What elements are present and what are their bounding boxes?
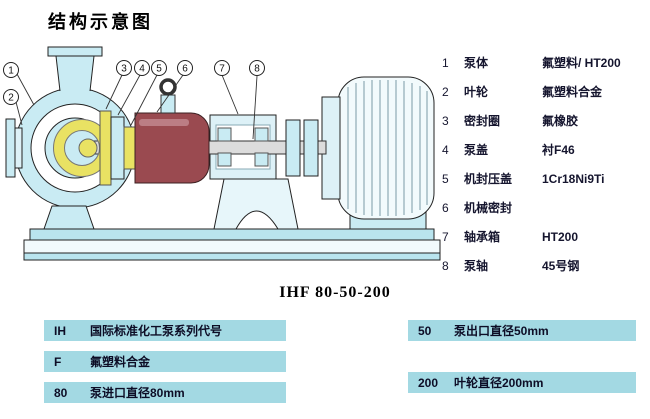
part-row-5: 5 机封压盖 1Cr18Ni9Ti [442, 164, 648, 193]
part-name: 轴承箱 [464, 230, 501, 244]
callout-leader-lines [15, 73, 258, 140]
page-title: 结构示意图 [48, 12, 153, 32]
motor [315, 76, 435, 230]
part-row-4: 4 泵盖 衬F46 [442, 135, 648, 164]
part-name: 泵轴 [464, 259, 489, 273]
part-row-8: 8 泵轴 45号钢 [442, 251, 648, 280]
part-name: 机封压盖 [464, 172, 513, 186]
callout-2-number: 2 [8, 93, 14, 104]
legend-row-200: 200 叶轮直径200mm [408, 372, 636, 393]
part-name: 机械密封 [464, 201, 513, 215]
motor-fins [347, 80, 428, 216]
pump-structure-diagram: 1 2 3 4 5 6 7 [3, 46, 441, 261]
legend-right-column: 50 泵出口直径50mm 200 叶轮直径200mm [408, 320, 636, 403]
part-number: 5 [442, 171, 449, 186]
part-name: 叶轮 [464, 85, 489, 99]
legend-code: 80 [54, 385, 68, 400]
parts-list: 1 泵体 氟塑料/ HT200 2 叶轮 氟塑料合金 3 密封圈 氟橡胶 4 泵… [442, 48, 648, 280]
callout-6-number: 6 [182, 64, 188, 75]
bearings [217, 127, 269, 167]
part-number: 4 [442, 142, 449, 157]
callout-7: 7 [214, 60, 230, 76]
part-material: 1Cr18Ni9Ti [542, 171, 605, 186]
base-plate [23, 228, 441, 261]
callout-4: 4 [134, 60, 150, 76]
callout-3: 3 [116, 60, 132, 76]
legend-description: 泵进口直径80mm [90, 386, 185, 400]
part-number: 3 [442, 113, 449, 128]
part-material: HT200 [542, 229, 579, 244]
part-number: 6 [442, 200, 449, 215]
callout-8-number: 8 [254, 64, 260, 75]
part-number: 7 [442, 229, 449, 244]
part-row-1: 1 泵体 氟塑料/ HT200 [442, 48, 648, 77]
pump-cover [99, 110, 136, 186]
callout-8: 8 [249, 60, 265, 76]
legend-code: 200 [418, 375, 439, 390]
mechanical-seal-assembly [134, 112, 210, 184]
part-material: 氟塑料/ HT200 [542, 56, 621, 70]
callout-2: 2 [3, 89, 19, 105]
legend-row-f: F 氟塑料合金 [44, 351, 286, 372]
callout-5: 5 [151, 60, 167, 76]
callout-1: 1 [3, 62, 19, 78]
legend-description: 氟塑料合金 [90, 355, 151, 369]
part-material: 45号钢 [542, 259, 580, 273]
part-material: 氟塑料合金 [542, 85, 603, 99]
model-number: IHF 80-50-200 [279, 284, 391, 301]
part-row-6: 6 机械密封 [442, 193, 648, 222]
part-row-2: 2 叶轮 氟塑料合金 [442, 77, 648, 106]
legend-row-50: 50 泵出口直径50mm [408, 320, 636, 341]
part-row-3: 3 密封圈 氟橡胶 [442, 106, 648, 135]
part-material: 氟橡胶 [542, 114, 579, 128]
part-name: 泵盖 [464, 143, 489, 157]
legend-code: 50 [418, 323, 432, 338]
callout-7-number: 7 [219, 64, 225, 75]
legend-row-ih: IH 国际标准化工泵系列代号 [44, 320, 286, 341]
part-number: 8 [442, 258, 449, 273]
legend-row-80: 80 泵进口直径80mm [44, 382, 286, 403]
callout-5-number: 5 [156, 64, 162, 75]
callout-balloons: 1 2 3 4 5 6 7 [3, 60, 265, 105]
legend-left-column: IH 国际标准化工泵系列代号 F 氟塑料合金 80 泵进口直径80mm [44, 320, 286, 413]
part-material: 衬F46 [542, 143, 575, 157]
legend-code: F [54, 354, 62, 369]
part-number: 1 [442, 55, 449, 70]
callout-4-number: 4 [139, 64, 145, 75]
legend-description: 叶轮直径200mm [454, 376, 544, 390]
legend-description: 国际标准化工泵系列代号 [90, 324, 223, 338]
part-name: 泵体 [464, 56, 489, 70]
part-name: 密封圈 [464, 114, 501, 128]
legend-code: IH [54, 323, 66, 338]
callout-1-number: 1 [8, 66, 14, 77]
callout-3-number: 3 [121, 64, 127, 75]
part-number: 2 [442, 84, 449, 99]
coupling [285, 119, 319, 177]
callout-6: 6 [177, 60, 193, 76]
part-row-7: 7 轴承箱 HT200 [442, 222, 648, 251]
legend-description: 泵出口直径50mm [454, 324, 549, 338]
bearing-pedestal [213, 178, 299, 230]
